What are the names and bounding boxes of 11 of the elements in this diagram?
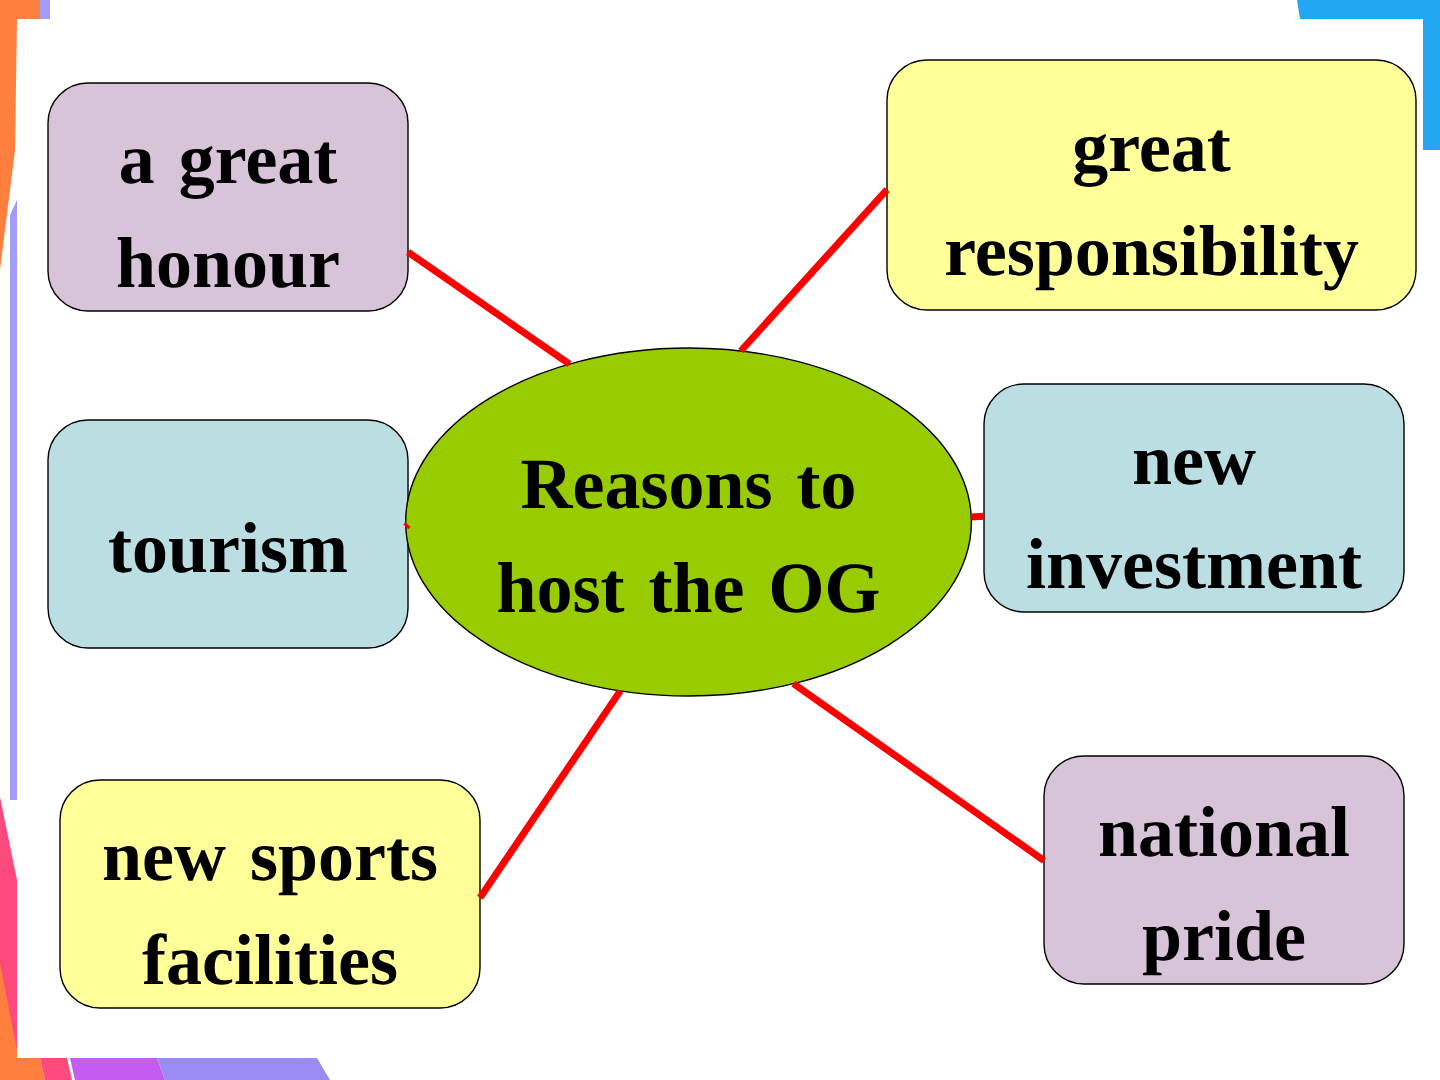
- connector-line: [403, 522, 411, 530]
- rounded-box: a great honour: [47, 82, 409, 312]
- connector-line: [477, 688, 624, 900]
- connector-line: [406, 249, 572, 367]
- rounded-box: great responsibility: [886, 59, 1417, 311]
- connector-line: [738, 187, 890, 354]
- connector-line: [791, 680, 1047, 864]
- rounded-box: national pride: [1043, 755, 1405, 985]
- rounded-box: new sports facilities: [59, 779, 481, 1009]
- rounded-box: new investment: [983, 383, 1405, 613]
- rounded-box: tourism: [47, 419, 409, 649]
